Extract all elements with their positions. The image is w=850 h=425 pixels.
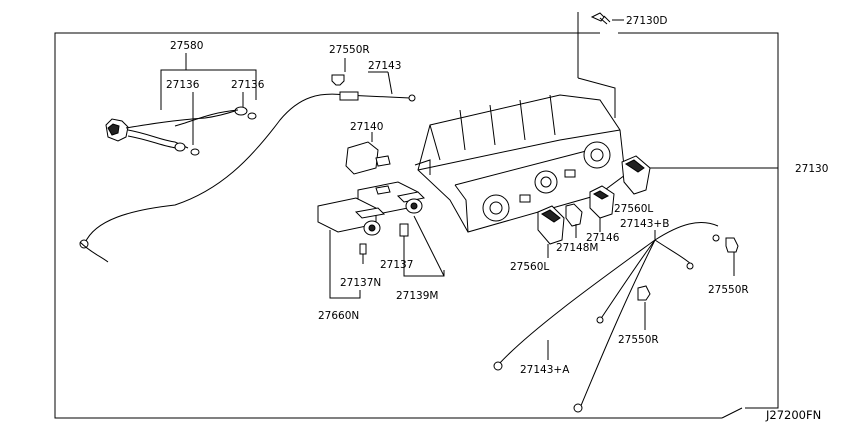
- label-27137: 27137: [380, 259, 413, 271]
- label-27136-b: 27136: [231, 79, 265, 91]
- label-27130d: 27130D: [626, 15, 668, 27]
- label-27143-a: 27143+A: [520, 364, 570, 376]
- cable-27143-b: [493, 222, 720, 413]
- diagram-frame-right: [618, 32, 779, 409]
- bulb-27137n: [359, 243, 367, 264]
- screw-27130d: [590, 12, 611, 25]
- label-27130: 27130: [795, 163, 828, 175]
- label-27550r-right: 27550R: [708, 284, 749, 296]
- harness-27580: [105, 53, 257, 156]
- label-27137n: 27137N: [340, 277, 381, 289]
- label-27580: 27580: [170, 40, 203, 52]
- diagram-frame: [54, 32, 722, 419]
- label-27560l-right: 27560L: [614, 203, 653, 215]
- knob-27146: [589, 185, 615, 232]
- switch-27660n: [317, 197, 386, 236]
- label-27143-b: 27143+B: [620, 218, 669, 230]
- label-27143: 27143: [368, 60, 401, 72]
- label-27139m: 27139M: [396, 290, 438, 302]
- knob-27140: [345, 132, 391, 175]
- knob-27148m: [565, 203, 583, 238]
- bulb-27137: [399, 223, 409, 250]
- label-27550r-top: 27550R: [329, 44, 370, 56]
- knob-27560l-right: [621, 155, 651, 195]
- label-27148m: 27148M: [556, 242, 598, 254]
- cable-27143-top: [79, 58, 416, 263]
- knob-27560l-left: [537, 205, 565, 258]
- control-assembly-27130: [414, 94, 626, 233]
- clip-27550r-mid: [637, 285, 651, 330]
- clip-27550r-right: [725, 237, 739, 276]
- label-27550r-mid: 27550R: [618, 334, 659, 346]
- diagram-code: J27200FN: [765, 408, 821, 422]
- label-27140: 27140: [350, 121, 383, 133]
- label-27146: 27146: [586, 232, 620, 244]
- label-27660n: 27660N: [318, 310, 359, 322]
- label-27136-a: 27136: [166, 79, 200, 91]
- label-27560l-left: 27560L: [510, 261, 549, 273]
